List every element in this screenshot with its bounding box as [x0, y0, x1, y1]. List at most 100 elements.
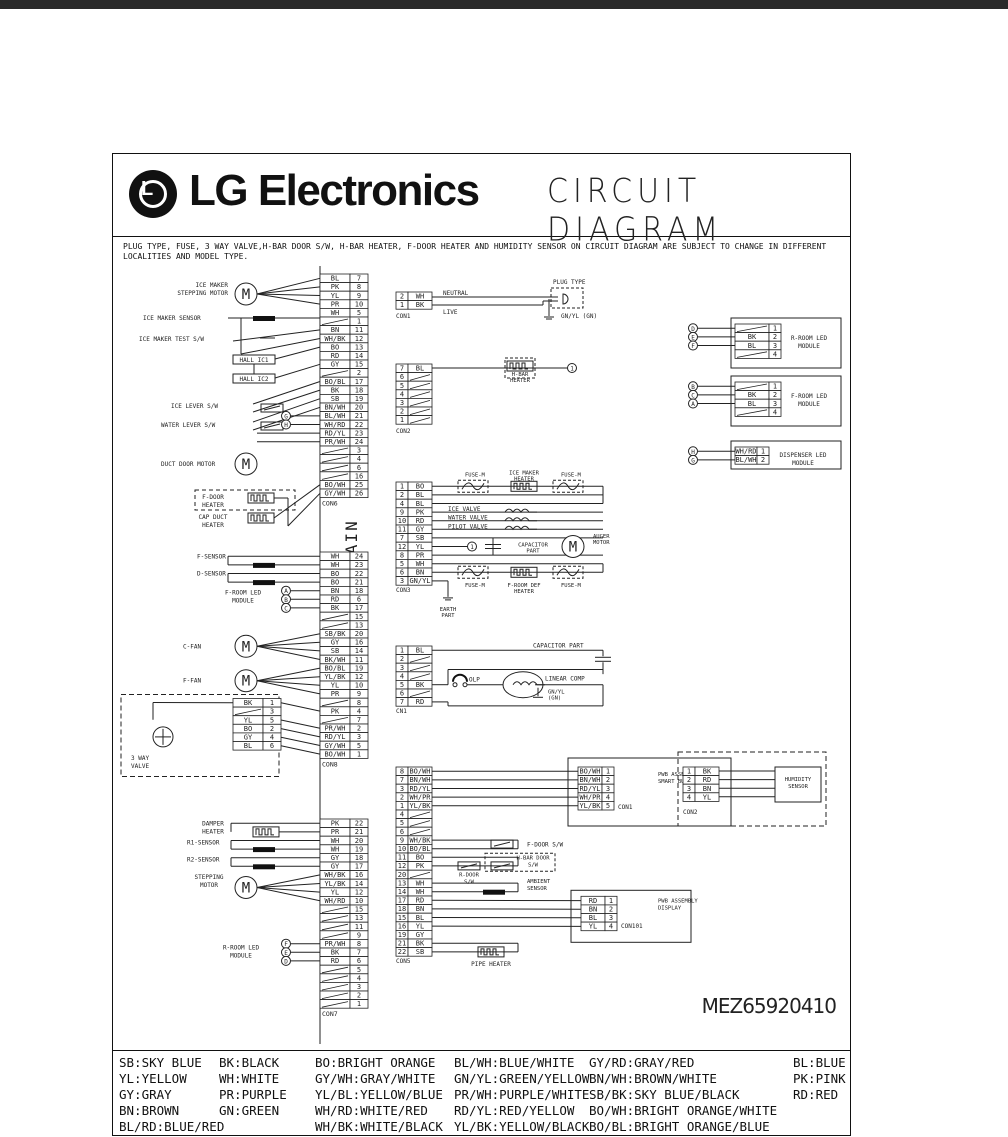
pin-label: SB: [331, 395, 339, 403]
f-room-led-label: MODULE: [232, 598, 254, 605]
pilot-valve-label: PILOT VALVE: [448, 523, 488, 530]
fuse-label: FUSE-M: [561, 472, 582, 478]
dispenser-led-label: MODULE: [792, 460, 814, 467]
pin-label: BL: [244, 742, 252, 750]
pin-label: 6: [357, 957, 361, 965]
capacitor-label: PART: [526, 549, 540, 555]
model-code: MEZ65920410: [702, 994, 836, 1018]
pin-label: RD/YL: [579, 785, 600, 793]
tag-f-icon: F: [691, 343, 695, 350]
pin-label: PK: [331, 707, 340, 715]
pin-label: 20: [355, 837, 363, 845]
pin-label: 3: [400, 664, 404, 672]
ice-maker-sensor-icon: [253, 316, 275, 321]
pin-label: 7: [400, 698, 404, 706]
pin-label: 17: [355, 604, 363, 612]
f-room-led-module-label: F-ROOM LED: [791, 393, 828, 400]
connector-name: CN1: [396, 708, 407, 715]
tag-f-icon: F: [284, 941, 288, 948]
pin-label: 3: [357, 447, 361, 455]
pin-label: 16: [355, 871, 363, 879]
legend-entry: PR/WH:PURPLE/WHITE: [454, 1087, 589, 1102]
pin-label: 10: [355, 300, 363, 308]
pin-label: 11: [398, 854, 406, 862]
fuse-label: FUSE-M: [465, 583, 486, 589]
pin-label: 6: [400, 373, 404, 381]
damper-heater-label: HEATER: [202, 828, 224, 835]
pin-label: BO: [416, 483, 424, 491]
ice-lever-label: ICE LEVER S/W: [171, 403, 218, 410]
pin-label: 11: [355, 923, 363, 931]
pin-label: PR/WH: [324, 940, 345, 948]
pin-label: 5: [606, 802, 610, 810]
r-room-led-module-label: R-ROOM LED: [791, 335, 828, 342]
pin-label: YL/BK: [324, 673, 346, 681]
pin-label: 4: [400, 390, 404, 398]
d-sensor-icon: [253, 580, 275, 585]
f-fan-label: F-FAN: [183, 678, 201, 685]
f-fan-motor-icon: M: [242, 674, 250, 690]
pin-label: 3: [357, 733, 361, 741]
pin-label: WH: [416, 293, 424, 301]
tag-a-icon: A: [691, 401, 695, 408]
pin-label: 1: [400, 647, 404, 655]
pin-label: 1: [609, 897, 613, 905]
pin-label: 8: [357, 283, 361, 291]
cap-duct-heater-label: CAP DUCT: [199, 514, 228, 521]
legend-entry: GY:GRAY: [119, 1087, 172, 1102]
pin-label: 6: [357, 596, 361, 604]
pin-label: RD/YL: [324, 733, 345, 741]
water-lever-label: WATER LEVER S/W: [161, 422, 216, 429]
pin-label: 2: [687, 776, 691, 784]
legend-entry: BO/WH:BRIGHT ORANGE/WHITE: [589, 1103, 777, 1118]
pin-label: WH: [416, 879, 424, 887]
pin-label: PR/WH: [324, 438, 345, 446]
legend-entry: SB:SKY BLUE: [119, 1055, 202, 1070]
pin-label: 14: [355, 352, 363, 360]
pin-label: 1: [400, 301, 404, 309]
pin-label: WH/BK: [324, 335, 346, 343]
pin-label: 18: [355, 854, 363, 862]
pin-label: 12: [355, 335, 363, 343]
legend-entry: BN:BROWN: [119, 1103, 179, 1118]
pin-label: WH/BK: [409, 836, 431, 844]
pin-label: YL: [331, 682, 339, 690]
pin-label: SB: [416, 534, 424, 542]
legend-entry: PK:PINK: [793, 1071, 846, 1086]
pin-label: WH: [331, 837, 339, 845]
earth-part-label: PART: [441, 613, 455, 619]
legend-entry: GN:GREEN: [219, 1103, 279, 1118]
neutral-label: NEUTRAL: [443, 290, 469, 297]
tag-one-icon: 1: [570, 366, 574, 373]
pin-label: BO/BL: [324, 664, 345, 672]
pin-label: YL: [331, 292, 339, 300]
pin-label: 5: [400, 819, 404, 827]
pin-label: 5: [357, 309, 361, 317]
pin-label: BK: [331, 949, 340, 957]
pin-label: GY: [416, 526, 425, 534]
pin-label: PK: [416, 862, 425, 870]
pin-label: 6: [357, 464, 361, 472]
tag-one-icon: 1: [470, 544, 474, 551]
pin-label: WH: [416, 888, 424, 896]
pin-label: 13: [355, 343, 363, 351]
pin-label: BO/WH: [324, 750, 345, 758]
pin-label: 24: [355, 553, 363, 561]
pin-label: 14: [355, 880, 363, 888]
humidity-sensor-label: HUMIDITY: [785, 777, 812, 783]
pin-label: YL/BK: [579, 802, 601, 810]
c-fan-motor-icon: M: [242, 639, 250, 655]
r-door-switch-label: S/W: [464, 880, 475, 886]
wire: [257, 278, 320, 294]
pin-label: 2: [400, 655, 404, 663]
pin-label: 1: [606, 768, 610, 776]
pin-label: BN: [331, 587, 339, 595]
pin-label: 8: [400, 768, 404, 776]
pin-label: YL: [331, 888, 339, 896]
plug-icon: [551, 288, 583, 308]
f-door-heater-label: F-DOOR: [202, 494, 224, 501]
